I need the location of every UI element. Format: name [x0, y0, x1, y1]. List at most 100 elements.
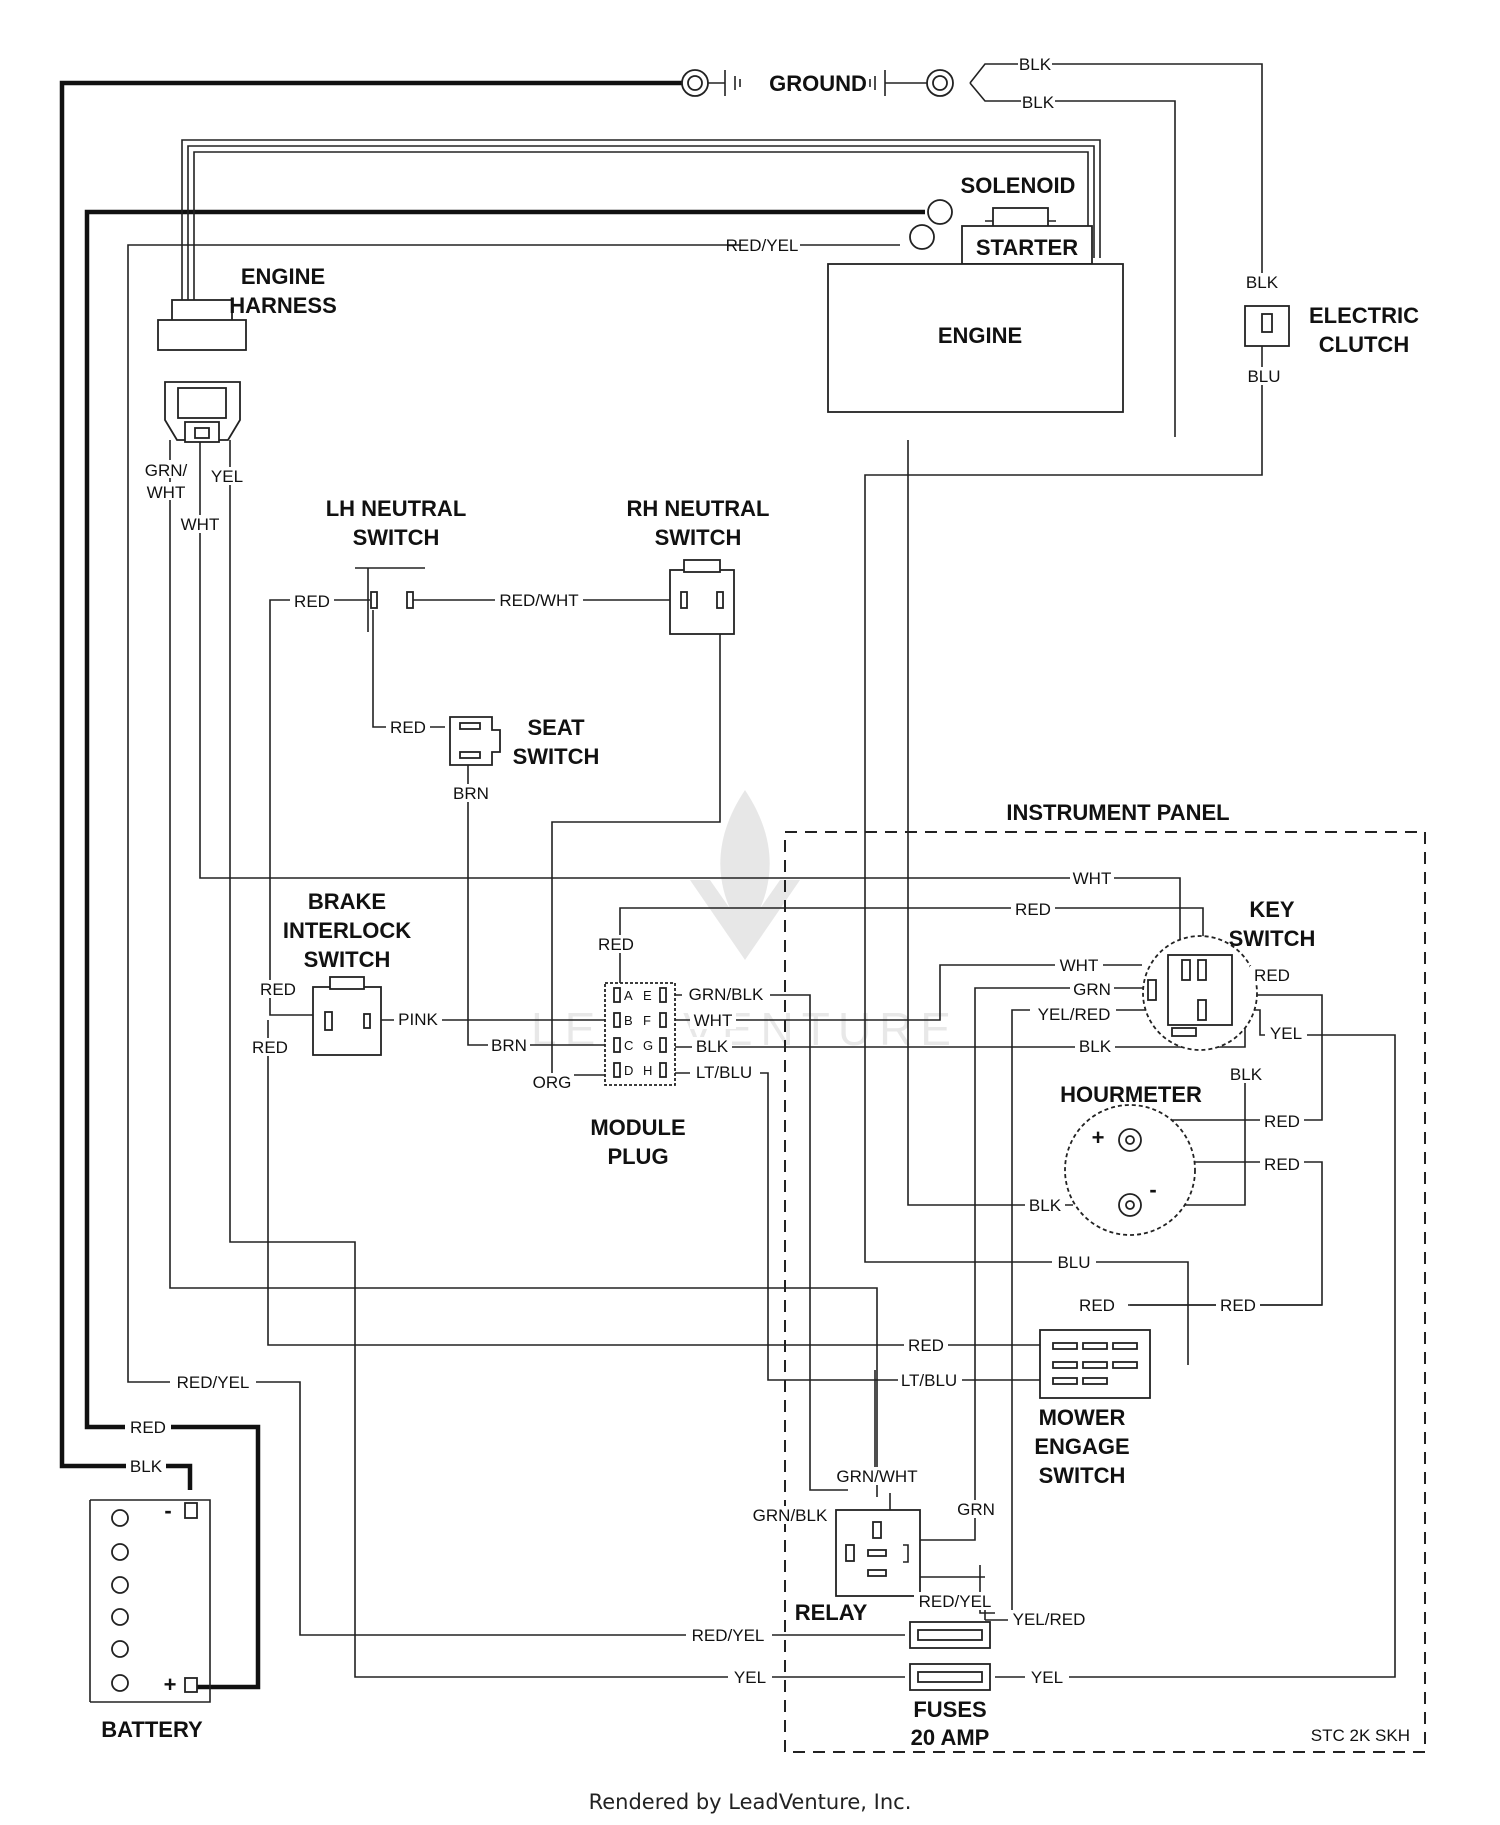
battery-label: BATTERY: [101, 1717, 203, 1742]
rh-neutral-switch: RH NEUTRAL SWITCH: [627, 496, 770, 635]
module-pin-a: A: [624, 988, 633, 1003]
wire-label-pink: PINK: [398, 1010, 438, 1029]
wire-label-blk-key: BLK: [1079, 1037, 1112, 1056]
wire-label-yel-fuse-right: YEL: [1031, 1668, 1063, 1687]
wire-label-grn-wht-relay: GRN/WHT: [836, 1467, 917, 1486]
wire-label-red-yel-left: RED/YEL: [177, 1373, 250, 1392]
harness-connector: [164, 381, 241, 443]
solenoid-label: SOLENOID: [961, 173, 1076, 198]
module-pin-d: D: [624, 1063, 633, 1078]
wire-label-red-yel-relay: RED/YEL: [919, 1592, 992, 1611]
starter-label: STARTER: [976, 235, 1078, 260]
engine: ENGINE: [827, 263, 1124, 413]
wire-label-grn-wht-2: WHT: [147, 483, 186, 502]
wire-label-red-key-right: RED: [1254, 966, 1290, 985]
hourmeter-plus: +: [1092, 1125, 1105, 1150]
wire-label-red-key: RED: [1015, 900, 1051, 919]
wire-label-red-wht: RED/WHT: [499, 591, 578, 610]
mower-engage-switch-label-3: SWITCH: [1039, 1463, 1126, 1488]
wire-label-grn-blk-relay: GRN/BLK: [753, 1506, 828, 1525]
wires: [59, 63, 1396, 1690]
module-pin-c: C: [624, 1038, 633, 1053]
wire-label-red-mower-right: RED: [1220, 1296, 1256, 1315]
drawing-code: STC 2K SKH: [1311, 1726, 1410, 1745]
wire-label-red-brake-1: RED: [260, 980, 296, 999]
relay-label: RELAY: [795, 1600, 868, 1625]
module-pin-g: G: [643, 1038, 653, 1053]
wire-label-yel-harness: YEL: [211, 467, 243, 486]
brake-interlock-switch-label-3: SWITCH: [304, 947, 391, 972]
hourmeter: + - HOURMETER: [1060, 1082, 1202, 1236]
wire-labels: BLK BLK RED/YEL BLK BLU GRN/ WHT YEL WHT…: [125, 54, 1307, 1687]
rh-neutral-switch-label-2: SWITCH: [655, 525, 742, 550]
wire-label-red-yel-solenoid: RED/YEL: [726, 236, 799, 255]
key-switch-label-2: SWITCH: [1229, 926, 1316, 951]
module-pin-h: H: [643, 1063, 652, 1078]
rh-neutral-switch-label-1: RH NEUTRAL: [627, 496, 770, 521]
wire-label-grn-blk-module: GRN/BLK: [689, 985, 764, 1004]
seat-switch-label-2: SWITCH: [513, 744, 600, 769]
wire-label-yel-key: YEL: [1270, 1024, 1302, 1043]
wire-label-red-module: RED: [598, 935, 634, 954]
ground-symbol: GROUND: [681, 69, 954, 97]
wire-label-yel-red-key: YEL/RED: [1038, 1005, 1111, 1024]
wire-label-wht-module: WHT: [694, 1011, 733, 1030]
wire-label-lt-blu-module: LT/BLU: [696, 1063, 752, 1082]
instrument-panel: INSTRUMENT PANEL STC 2K SKH: [784, 800, 1426, 1753]
wire-label-brn-module: BRN: [491, 1036, 527, 1055]
battery-minus: -: [164, 1498, 171, 1523]
mower-engage-switch-label-1: MOWER: [1039, 1405, 1126, 1430]
engine-harness-label-2: HARNESS: [229, 293, 337, 318]
engine-harness: ENGINE HARNESS: [157, 264, 337, 351]
starter: STARTER: [961, 225, 1093, 265]
module-pin-b: B: [624, 1013, 633, 1028]
wire-label-red-lh: RED: [294, 592, 330, 611]
module-pin-e: E: [643, 988, 652, 1003]
wire-label-blk-2: BLK: [1022, 93, 1055, 112]
battery-plus: +: [164, 1672, 177, 1697]
wire-label-blk-module: BLK: [696, 1037, 729, 1056]
brake-interlock-switch-label-2: INTERLOCK: [283, 918, 411, 943]
module-pins-right: E F G H: [643, 987, 667, 1078]
mower-engage-switch-label-2: ENGAGE: [1034, 1434, 1129, 1459]
lh-neutral-switch: LH NEUTRAL SWITCH: [326, 496, 466, 632]
hourmeter-minus: -: [1149, 1177, 1156, 1202]
mower-engage-switch: MOWER ENGAGE SWITCH: [1034, 1329, 1151, 1488]
seat-switch: SEAT SWITCH: [449, 715, 600, 769]
electric-clutch-label-2: CLUTCH: [1319, 332, 1409, 357]
module-pin-f: F: [643, 1013, 651, 1028]
wire-label-grn-slash: GRN/: [145, 461, 188, 480]
footer-credit: Rendered by LeadVenture, Inc.: [588, 1790, 912, 1814]
relay: RELAY: [795, 1509, 921, 1625]
instrument-panel-label: INSTRUMENT PANEL: [1006, 800, 1229, 825]
wire-label-blu-clutch: BLU: [1247, 367, 1280, 386]
wire-label-blk-hour: BLK: [1230, 1065, 1263, 1084]
wire-label-wht-key-2: WHT: [1060, 956, 1099, 975]
wire-label-grn-key: GRN: [1073, 980, 1111, 999]
wire-label-yel-red-relay: YEL/RED: [1013, 1610, 1086, 1629]
electric-clutch-label-1: ELECTRIC: [1309, 303, 1419, 328]
module-plug-label-1: MODULE: [590, 1115, 685, 1140]
key-switch-label-1: KEY: [1249, 897, 1295, 922]
wire-label-red-hour-1: RED: [1264, 1112, 1300, 1131]
wire-label-lt-blu-mower: LT/BLU: [901, 1371, 957, 1390]
wire-label-red-hour-2: RED: [1264, 1155, 1300, 1174]
wire-label-yel-fuse-left: YEL: [734, 1668, 766, 1687]
wire-label-org: ORG: [533, 1073, 572, 1092]
wire-label-grn-relay: GRN: [957, 1500, 995, 1519]
module-pins-left: A B C D: [613, 987, 633, 1078]
wire-label-red-brake-2: RED: [252, 1038, 288, 1057]
wire-label-blk-1: BLK: [1019, 55, 1052, 74]
module-plug-label-2: PLUG: [607, 1144, 668, 1169]
fuses-label-1: FUSES: [913, 1697, 986, 1722]
wire-label-red-battery: RED: [130, 1418, 166, 1437]
fuses: FUSES 20 AMP: [909, 1621, 991, 1750]
ground-label: GROUND: [769, 71, 867, 96]
wire-label-brn-seat: BRN: [453, 784, 489, 803]
lh-neutral-switch-label-2: SWITCH: [353, 525, 440, 550]
fuses-label-2: 20 AMP: [911, 1725, 990, 1750]
wire-label-red-seat: RED: [390, 718, 426, 737]
wire-label-red-mower: RED: [1079, 1296, 1115, 1315]
wire-label-red-brake-mower: RED: [908, 1336, 944, 1355]
